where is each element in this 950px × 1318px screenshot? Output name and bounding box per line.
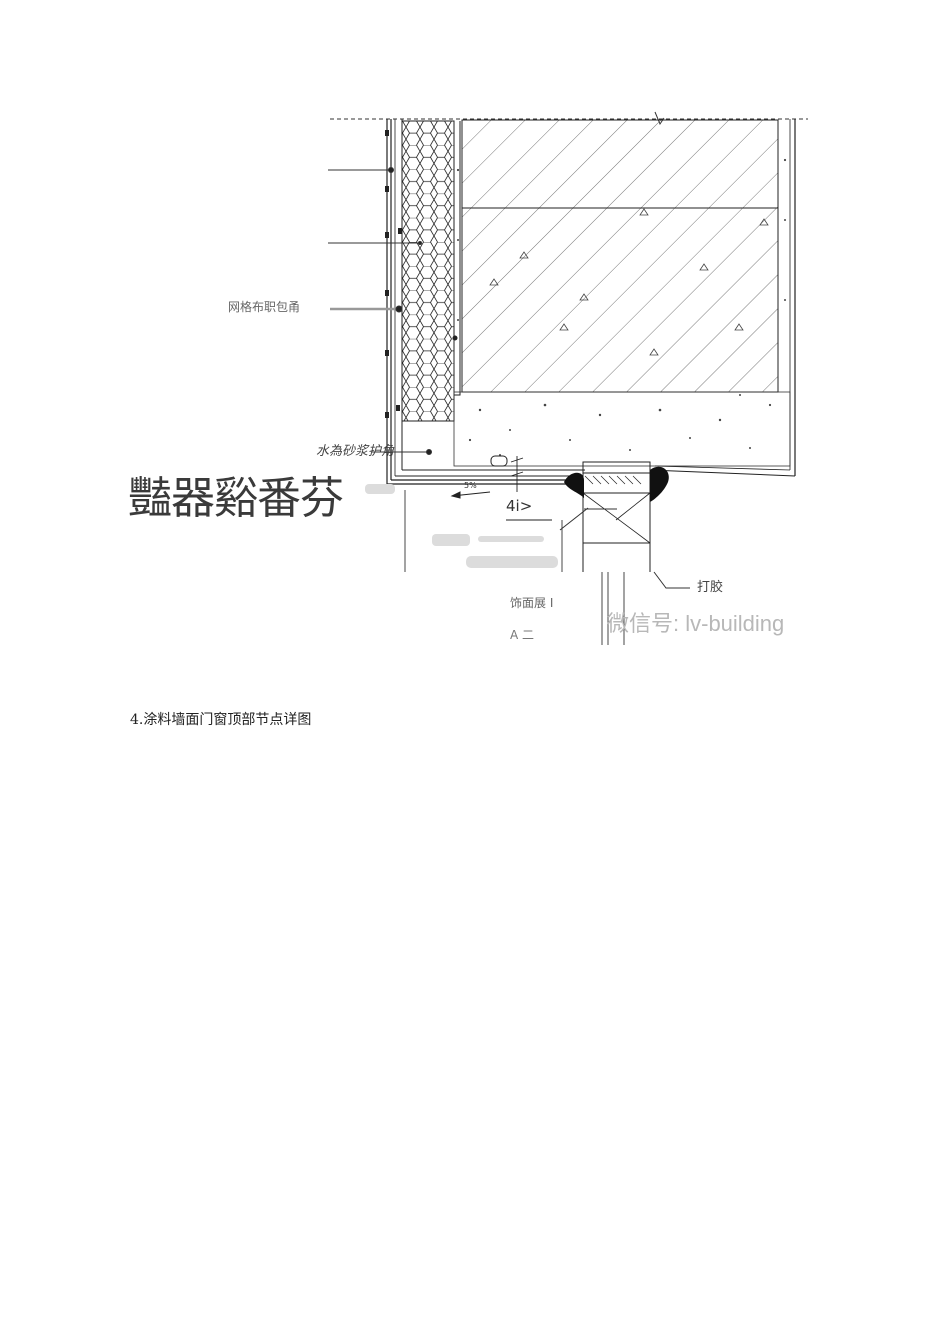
sealant-right — [650, 466, 669, 502]
window-frame — [582, 461, 651, 572]
wall-anchor-marks — [385, 130, 458, 418]
insulation-board — [401, 120, 455, 422]
mesh-wrap-label: 网格布职包甬 — [228, 300, 301, 314]
slope-label: 5% — [464, 481, 477, 490]
plaster-band — [453, 391, 791, 467]
soffit-layers — [387, 465, 796, 485]
aggregate-triangles — [489, 208, 769, 356]
watermark: 微信号: lv-building — [607, 611, 785, 636]
a-mark-label: A 二 — [510, 628, 535, 642]
sealant-left — [564, 472, 584, 498]
slope-arrow — [450, 491, 491, 499]
blurred-text — [365, 484, 558, 568]
aggregate-dots — [456, 158, 787, 456]
mortar-corner-label: 水為砂浆护角 — [316, 444, 395, 459]
large-glyph-label: 豔器谿番芬 — [128, 473, 344, 524]
dimension-marker — [506, 456, 552, 521]
drip-groove — [490, 455, 508, 467]
sealant-label: 打胶 — [697, 580, 724, 595]
figure-caption: 4.涂料墙面门窗顶部节点详图 — [130, 712, 312, 728]
dimension-label: 4i> — [506, 497, 533, 515]
leader-lines — [328, 167, 690, 589]
finish-layer-label: 饰面展 I — [510, 596, 554, 610]
concrete-beam — [461, 119, 779, 393]
